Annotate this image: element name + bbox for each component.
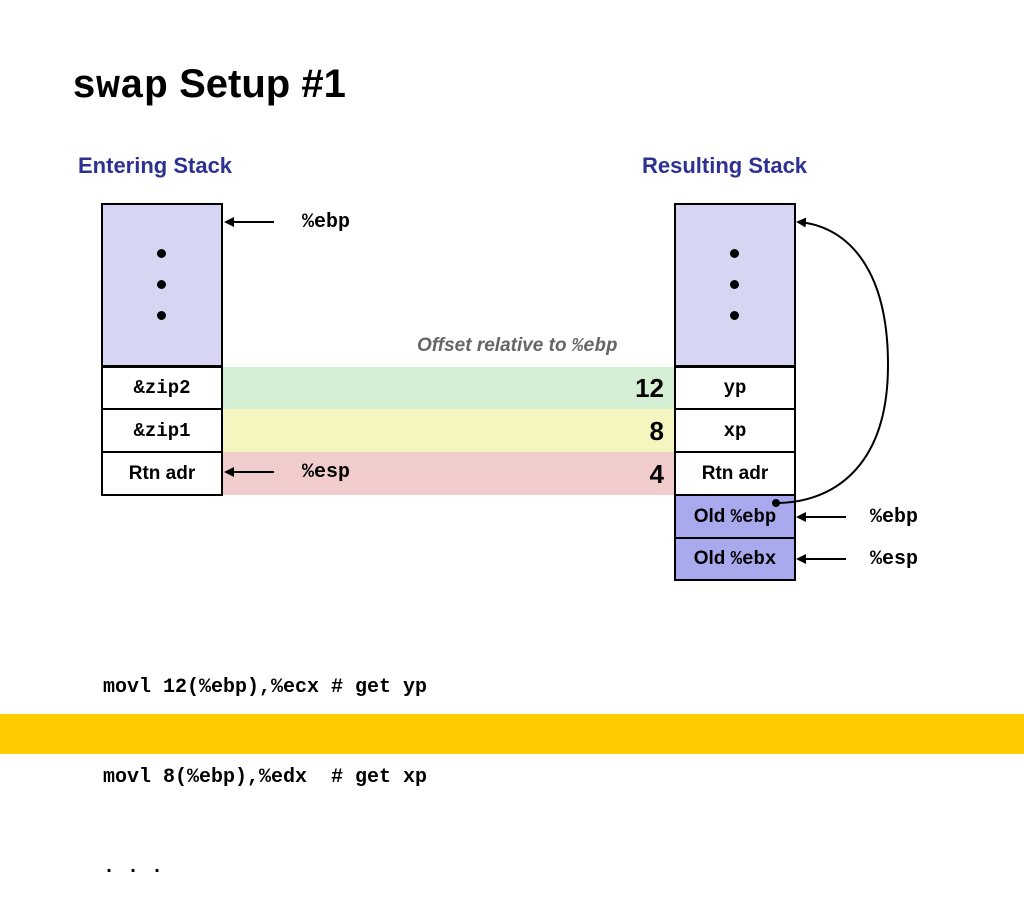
old-prefix: Old	[693, 505, 726, 527]
entering-stack-heading: Entering Stack	[78, 153, 233, 178]
offset-band-4	[222, 452, 674, 495]
left-stack-label: &zip2	[133, 377, 191, 399]
code-line: . . .	[103, 856, 164, 879]
footer-bar	[0, 714, 1024, 754]
offset-caption: Offset relative to %ebp	[417, 335, 617, 357]
offset-caption-text: Offset relative to	[417, 335, 572, 356]
ellipsis-dot	[730, 311, 739, 320]
slide-title: swap Setup #1	[72, 62, 346, 110]
right-stack-rtn-cell: Rtn adr	[674, 451, 796, 496]
left-stack-rtn-cell: Rtn adr	[101, 451, 223, 496]
arrows-layer	[224, 217, 890, 564]
ellipsis-dot	[730, 280, 739, 289]
offset-band-8	[222, 409, 674, 452]
right-stack-old-ebx-cell: Old %ebx	[674, 537, 796, 581]
code-line: movl 12(%ebp),%ecx # get yp	[103, 676, 428, 699]
left-stack-label: &zip1	[133, 419, 191, 442]
saved-ebp-link-arrow	[775, 217, 890, 504]
left-ebp-label: %ebp	[302, 211, 351, 234]
resulting-stack-heading: Resulting Stack	[642, 153, 808, 178]
right-stack-label: xp	[723, 419, 747, 442]
left-stack-label: Rtn adr	[128, 462, 196, 484]
ellipsis-dot	[157, 249, 166, 258]
saved-ebp-link-dot	[772, 499, 780, 507]
code-block: movl 12(%ebp),%ecx # get yp movl 8(%ebp)…	[103, 613, 427, 913]
old-reg: %ebx	[730, 548, 777, 570]
offset-caption-reg: %ebp	[571, 335, 618, 357]
offset-band-12	[222, 367, 674, 409]
offset-4: 4	[649, 459, 664, 489]
title-code: swap	[72, 65, 169, 110]
ellipsis-dot	[157, 311, 166, 320]
offset-12: 12	[635, 373, 664, 403]
offset-8: 8	[649, 416, 664, 446]
right-stack-label: Rtn adr	[701, 462, 769, 484]
title-text: Setup #1	[168, 62, 346, 106]
right-esp-label: %esp	[870, 548, 919, 571]
ellipsis-dot	[730, 249, 739, 258]
left-stack-zip2-cell: &zip2	[101, 366, 223, 410]
right-ebp-label: %ebp	[870, 506, 919, 529]
ellipsis-dot	[157, 280, 166, 289]
left-esp-label: %esp	[302, 461, 351, 484]
right-stack-label: yp	[723, 377, 747, 399]
old-prefix: Old	[693, 548, 726, 569]
old-reg: %ebp	[730, 505, 777, 528]
